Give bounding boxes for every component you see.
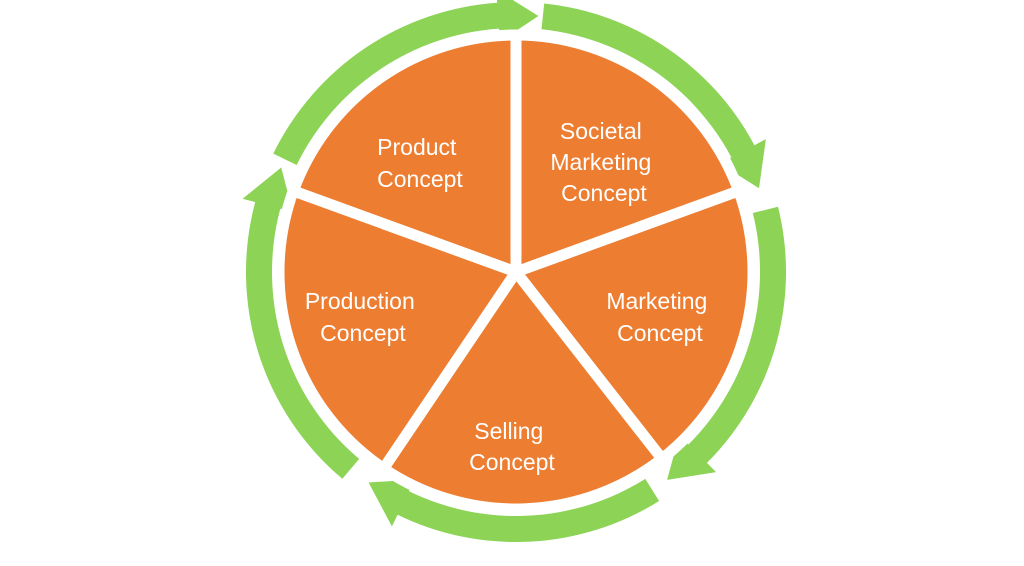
clockwise-arrow-icon	[541, 3, 766, 189]
pie-segments	[273, 29, 759, 515]
label-selling: Selling Concept	[469, 418, 555, 475]
label-product: Product Concept	[377, 134, 463, 192]
clockwise-arrow-icon	[242, 167, 360, 479]
ring-arrows	[242, 0, 787, 543]
label-marketing: Marketing Concept	[606, 288, 713, 346]
clockwise-arrow-icon	[273, 0, 539, 165]
segment-societal	[510, 29, 746, 280]
clockwise-arrow-icon	[667, 206, 787, 480]
clockwise-arrow-icon	[368, 478, 660, 543]
segment-production	[273, 183, 525, 477]
segment-product	[286, 29, 522, 280]
label-societal-marketing: Societal Marketing Concept	[550, 118, 657, 206]
segment-marketing	[507, 183, 759, 467]
label-production: Production Concept	[305, 288, 421, 346]
segment-labels: Product Concept Societal Marketing Conce…	[305, 118, 713, 475]
segment-selling	[375, 262, 670, 515]
